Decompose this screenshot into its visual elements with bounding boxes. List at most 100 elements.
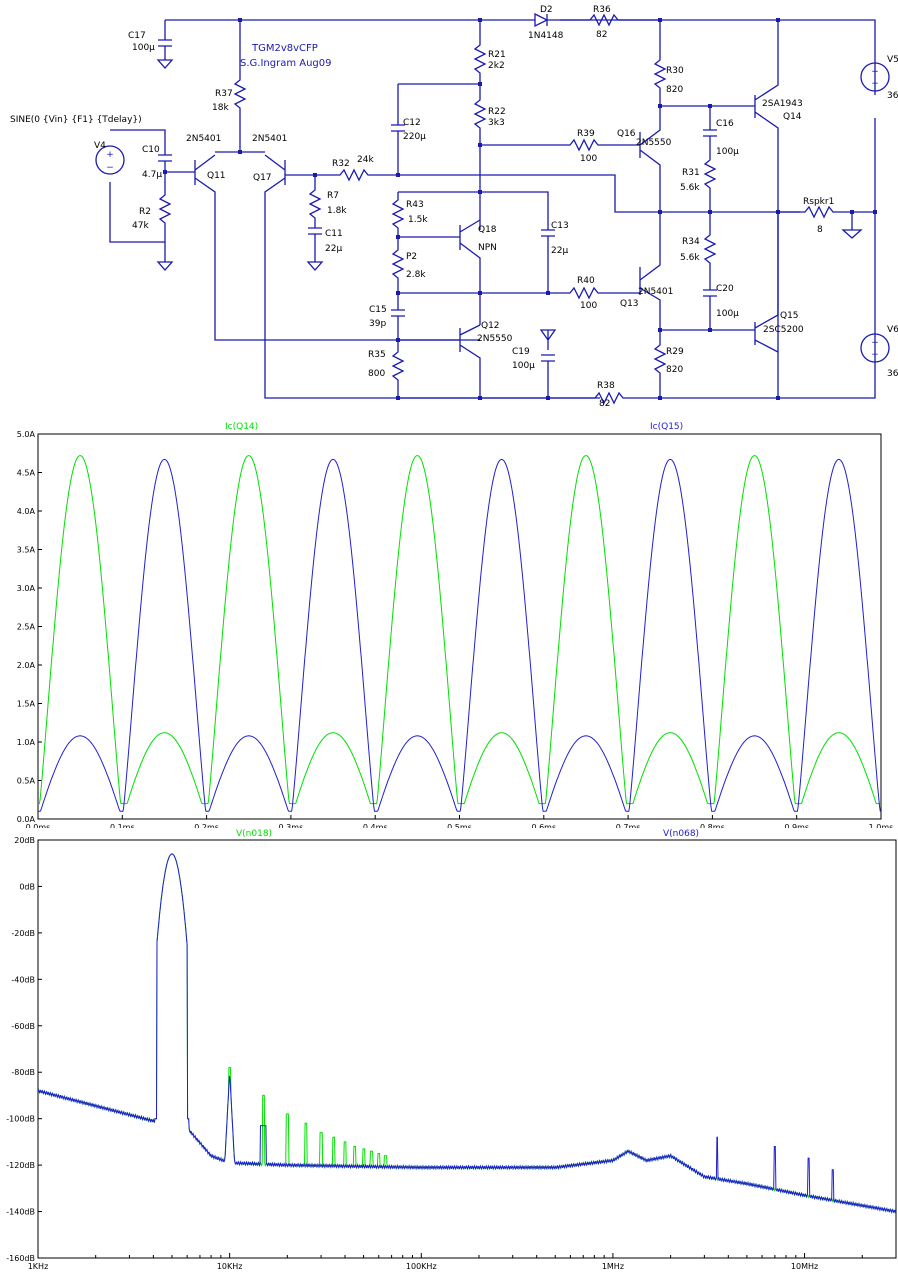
transient-y-ticks: 0.0A0.5A1.0A1.5A2.0A2.5A3.0A3.5A4.0A4.5A…: [17, 430, 42, 824]
y-tick-label: -100dB: [6, 1115, 35, 1124]
svg-text:+: +: [106, 150, 114, 160]
label-c15v: 39p: [369, 319, 386, 329]
voltage-sources: [95, 62, 890, 363]
label-c19: C19: [512, 347, 530, 357]
label-r22: R22: [488, 107, 506, 117]
x-tick-label: 0.5ms: [447, 823, 472, 832]
x-tick-label: 0.4ms: [363, 823, 388, 832]
x-tick-label: 1.0ms: [869, 823, 894, 832]
y-tick-label: 3.5A: [17, 546, 36, 555]
label-c12: C12: [403, 118, 421, 128]
label-p2: P2: [406, 252, 417, 262]
x-tick-label: 10MHz: [791, 1262, 818, 1271]
label-c16: C16: [716, 119, 734, 129]
series-line-v-n068: [37, 853, 897, 1214]
label-c13: C13: [551, 221, 569, 231]
y-tick-label: 2.0A: [17, 661, 36, 670]
label-c20: C20: [716, 284, 734, 294]
svg-text:+: +: [871, 338, 879, 348]
label-v4: V4: [94, 141, 106, 151]
y-tick-label: 4.0A: [17, 507, 36, 516]
label-c13v: 22µ: [551, 246, 568, 256]
label-r36v: 82: [596, 30, 607, 40]
legend-entry: V(n068): [663, 829, 699, 839]
y-tick-label: 20dB: [14, 836, 35, 845]
label-c15: C15: [369, 305, 387, 315]
x-tick-label: 0.6ms: [531, 823, 556, 832]
label-q18m: NPN: [478, 243, 497, 253]
label-v5: V5: [887, 55, 898, 65]
transient-legend: Ic(Q14)Ic(Q15): [225, 422, 683, 432]
label-r22v: 3k3: [488, 118, 505, 128]
svg-text:−: −: [871, 350, 879, 360]
x-tick-label: 0.9ms: [784, 823, 809, 832]
label-q17m: 2N5401: [252, 134, 287, 144]
label-q12: Q12: [481, 321, 500, 331]
y-tick-label: 1.0A: [17, 738, 36, 747]
fft-series: [37, 853, 897, 1214]
label-r35: R35: [368, 350, 386, 360]
fft-plot: V(n018)V(n068) 20dB0dB-20dB-40dB-60dB-80…: [0, 828, 898, 1272]
label-c17v: 100µ: [132, 43, 155, 53]
series-line-icq14: [38, 455, 881, 805]
source-polarity: +− +− +−: [106, 67, 879, 360]
label-d2: D2: [540, 5, 553, 15]
series-line-icq15: [38, 458, 881, 812]
y-tick-label: -140dB: [6, 1208, 35, 1217]
source-spec: SINE(0 {Vin} {F1} {Tdelay}): [10, 115, 142, 125]
label-r43v: 1.5k: [408, 215, 428, 225]
svg-text:−: −: [871, 79, 879, 89]
label-r38v: 82: [599, 399, 610, 409]
x-tick-label: 0.1ms: [110, 823, 135, 832]
x-tick-label: 0.3ms: [279, 823, 304, 832]
legend-entry: V(n018): [236, 829, 272, 839]
fft-legend: V(n018) V(n068): [236, 829, 699, 839]
label-r30: R30: [666, 66, 684, 76]
y-tick-label: 0dB: [19, 882, 35, 891]
label-r7: R7: [327, 191, 339, 201]
y-tick-label: -60dB: [11, 1022, 35, 1031]
label-r7v: 1.8k: [327, 206, 347, 216]
label-q11m: 2N5401: [186, 134, 221, 144]
label-d2v: 1N4148: [528, 31, 564, 41]
label-r43: R43: [406, 200, 424, 210]
label-r2: R2: [139, 207, 151, 217]
label-c19v: 100µ: [512, 361, 535, 371]
amplifier-schematic: +− +− +− TGM2v8vCFP S.G.Ingram Aug09 SIN…: [10, 5, 898, 409]
label-q16m: 2N5550: [636, 138, 672, 148]
x-tick-label: 0.0ms: [26, 823, 51, 832]
x-tick-label: 10KHz: [217, 1262, 243, 1271]
label-r35v: 800: [368, 369, 385, 379]
label-r39: R39: [577, 129, 595, 139]
label-r38: R38: [597, 381, 615, 391]
y-tick-label: 2.5A: [17, 623, 36, 632]
label-rspkr1: Rspkr1: [803, 197, 834, 207]
y-tick-label: 5.0A: [17, 430, 36, 439]
y-tick-label: 3.0A: [17, 584, 36, 593]
label-rspkr1v: 8: [817, 225, 823, 235]
label-q14: Q14: [783, 112, 802, 122]
label-r29: R29: [666, 347, 684, 357]
x-tick-label: 1KHz: [28, 1262, 49, 1271]
label-c20v: 100µ: [716, 309, 739, 319]
y-tick-label: -160dB: [6, 1254, 35, 1263]
x-tick-label: 1MHz: [602, 1262, 624, 1271]
y-tick-label: -120dB: [6, 1161, 35, 1170]
label-c16v: 100µ: [716, 147, 739, 157]
label-q14m: 2SA1943: [762, 99, 803, 109]
legend-entry: Ic(Q15): [650, 422, 683, 432]
label-r36: R36: [593, 5, 611, 15]
label-v6: V6: [887, 325, 898, 335]
schematic-nodes: [163, 18, 877, 400]
label-r40v: 100: [580, 301, 597, 311]
label-r37: R37: [215, 89, 233, 99]
label-q13: Q13: [620, 299, 639, 309]
label-r32: R32: [332, 159, 350, 169]
label-q16: Q16: [617, 129, 636, 139]
schematic-title: TGM2v8vCFP: [251, 43, 318, 54]
transient-plot: Ic(Q14)Ic(Q15) 0.0A0.5A1.0A1.5A2.0A2.5A3…: [0, 410, 898, 832]
y-tick-label: 0.5A: [17, 777, 36, 786]
label-r34v: 5.6k: [680, 253, 700, 263]
label-q17: Q17: [253, 173, 272, 183]
label-c11v: 22µ: [325, 244, 342, 254]
